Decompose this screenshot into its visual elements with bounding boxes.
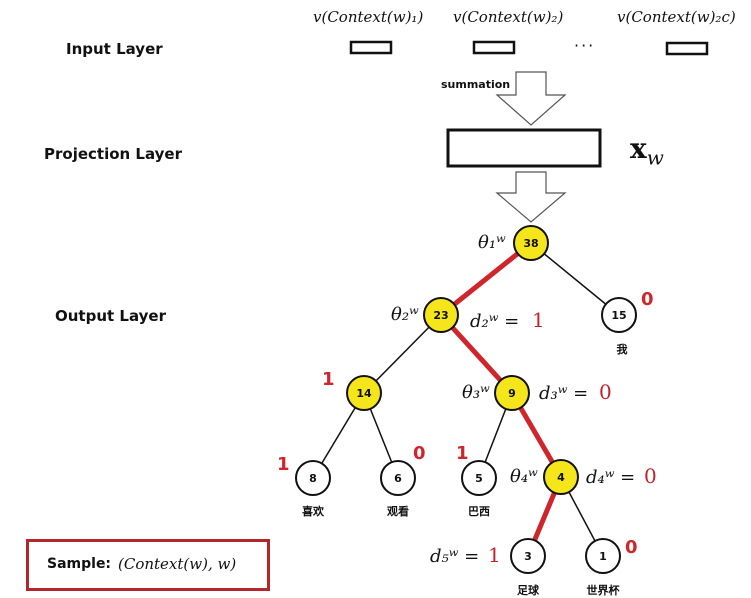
theta-label-1: θ₁ʷ bbox=[478, 232, 506, 253]
edge-38-23 bbox=[439, 241, 533, 317]
svg-text:4: 4 bbox=[557, 471, 565, 484]
tree-node-9: 9 bbox=[494, 375, 530, 411]
d-label-5: d₅ʷ = 1 bbox=[430, 543, 501, 567]
tree-node-15: 15 bbox=[601, 297, 637, 333]
code-label-5: 1 bbox=[456, 443, 469, 464]
svg-text:5: 5 bbox=[475, 472, 483, 485]
svg-text:0: 0 bbox=[644, 464, 657, 488]
input-vector-box-2 bbox=[472, 40, 516, 55]
svg-text:d₃ʷ =: d₃ʷ = bbox=[539, 383, 588, 404]
svg-text:1: 1 bbox=[532, 308, 545, 332]
input-vector-box-2c bbox=[665, 41, 709, 56]
svg-text:8: 8 bbox=[309, 472, 317, 485]
svg-text:38: 38 bbox=[523, 237, 538, 250]
sample-label: Sample: bbox=[47, 556, 112, 572]
input-layer-label: Input Layer bbox=[66, 40, 163, 58]
output-layer-label: Output Layer bbox=[55, 307, 166, 325]
code-label-14: 1 bbox=[322, 369, 335, 390]
svg-text:15: 15 bbox=[611, 309, 626, 322]
edge-38-15 bbox=[530, 242, 620, 316]
tree-node-4: 4 bbox=[543, 459, 579, 495]
sample-box bbox=[26, 539, 270, 591]
svg-text:d₅ʷ =: d₅ʷ = bbox=[430, 546, 479, 567]
svg-text:d₄ʷ =: d₄ʷ = bbox=[586, 467, 635, 488]
svg-text:14: 14 bbox=[356, 387, 372, 400]
leaf-word-1: 世界杯 bbox=[587, 583, 621, 597]
tree-node-6: 6 bbox=[380, 460, 416, 496]
projection-box bbox=[446, 128, 602, 168]
projection-vector-symbol: xw bbox=[630, 132, 664, 170]
input-vector-box-1 bbox=[349, 40, 393, 55]
context-vector-label-1: v(Context(w)₁) bbox=[313, 8, 424, 26]
tree-node-5: 5 bbox=[461, 460, 497, 496]
code-label-1: 0 bbox=[625, 537, 638, 558]
ellipsis: ··· bbox=[574, 36, 596, 55]
svg-text:d₂ʷ =: d₂ʷ = bbox=[470, 311, 519, 332]
context-vector-label-2c: v(Context(w)₂c) bbox=[617, 8, 736, 26]
leaf-word-6: 观看 bbox=[387, 504, 409, 518]
svg-text:0: 0 bbox=[599, 380, 612, 404]
leaf-word-3: 足球 bbox=[517, 583, 540, 597]
theta-label-3: θ₃ʷ bbox=[462, 382, 490, 403]
svg-text:9: 9 bbox=[508, 387, 516, 400]
tree-node-23: 23 bbox=[423, 297, 459, 333]
leaf-word-5: 巴西 bbox=[468, 505, 490, 518]
summation-label: summation bbox=[441, 78, 511, 91]
sample-expression: (Context(w), w) bbox=[118, 555, 237, 573]
tree-node-14: 14 bbox=[346, 375, 382, 411]
svg-text:1: 1 bbox=[488, 543, 501, 567]
svg-text:23: 23 bbox=[433, 309, 448, 322]
projection-layer-label: Projection Layer bbox=[44, 145, 182, 163]
leaf-word-15: 我 bbox=[617, 342, 628, 356]
projection-to-output-arrow bbox=[495, 171, 567, 223]
svg-text:1: 1 bbox=[599, 550, 607, 563]
tree-node-3: 3 bbox=[510, 538, 546, 574]
leaf-word-8: 喜欢 bbox=[302, 504, 325, 518]
d-label-2: d₂ʷ = 1 bbox=[470, 308, 545, 332]
summation-arrow bbox=[495, 71, 567, 126]
code-label-8: 1 bbox=[277, 454, 290, 475]
theta-label-2: θ₂ʷ bbox=[391, 304, 419, 325]
tree-node-8: 8 bbox=[295, 460, 331, 496]
svg-text:6: 6 bbox=[394, 472, 402, 485]
code-label-6: 0 bbox=[413, 443, 426, 464]
tree-node-1: 1 bbox=[585, 538, 621, 574]
d-label-4: d₄ʷ = 0 bbox=[586, 464, 657, 488]
theta-label-4: θ₄ʷ bbox=[510, 466, 538, 487]
edge-23-14 bbox=[363, 314, 442, 394]
svg-text:3: 3 bbox=[524, 550, 532, 563]
d-label-3: d₃ʷ = 0 bbox=[539, 380, 612, 404]
context-vector-label-2: v(Context(w)₂) bbox=[453, 8, 564, 26]
code-label-15: 0 bbox=[641, 289, 654, 310]
tree-node-38: 38 bbox=[513, 225, 549, 261]
